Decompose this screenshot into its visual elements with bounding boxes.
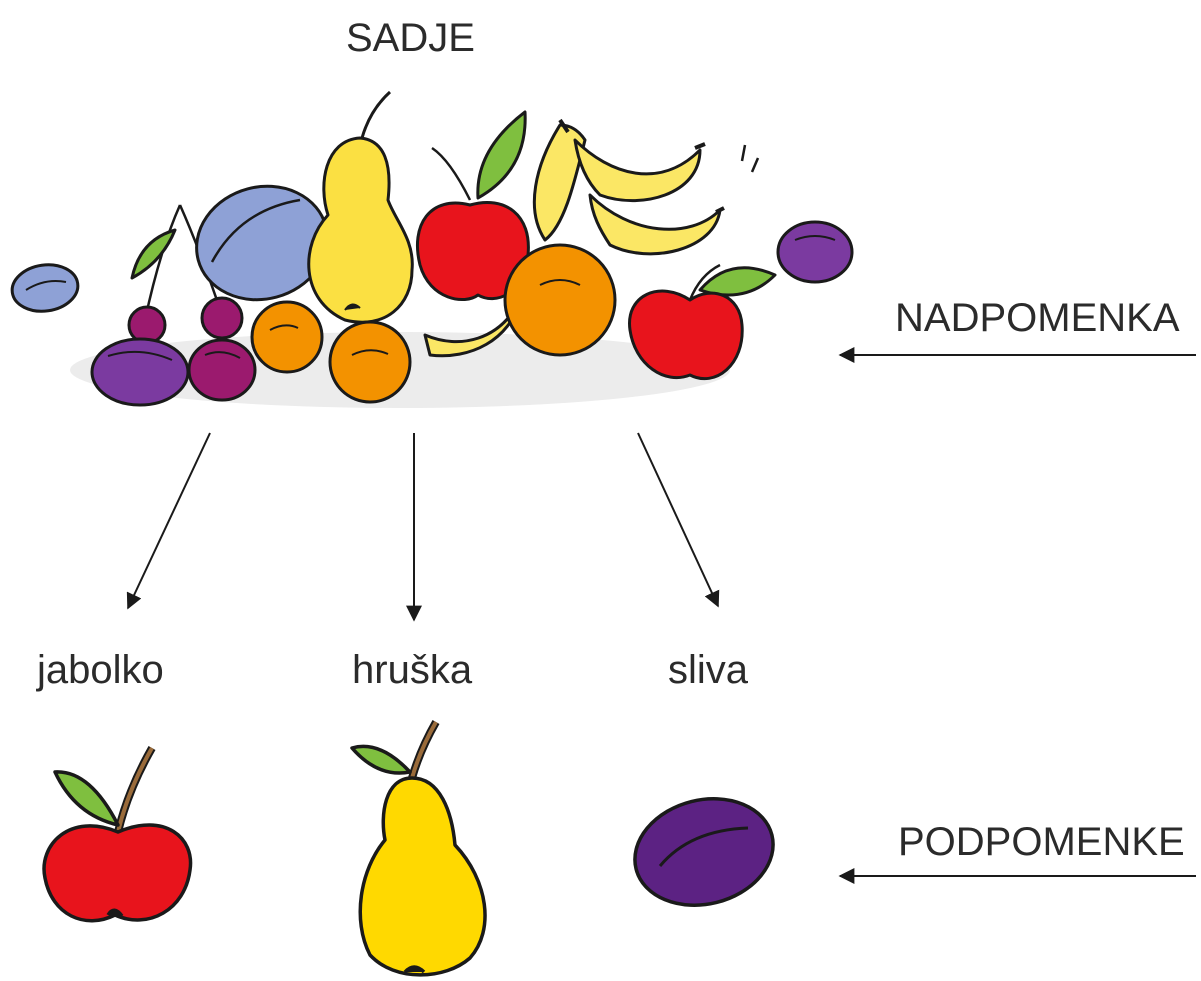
hyponym-caption: PODPOMENKE xyxy=(898,822,1185,862)
hypernym-caption: NADPOMENKA xyxy=(895,298,1180,338)
hyponym-label-apple: jabolko xyxy=(37,650,164,690)
plum-icon xyxy=(623,785,784,920)
apple-icon xyxy=(44,748,191,921)
hypernym-title: SADJE xyxy=(346,18,475,58)
pear-icon xyxy=(352,722,485,975)
hyponym-label-pear: hruška xyxy=(352,650,472,690)
side-arrows xyxy=(840,355,1196,876)
hyponym-label-plum: sliva xyxy=(668,650,748,690)
hyponym-arrows xyxy=(128,433,718,620)
fruit-pile-illustration xyxy=(9,92,852,408)
